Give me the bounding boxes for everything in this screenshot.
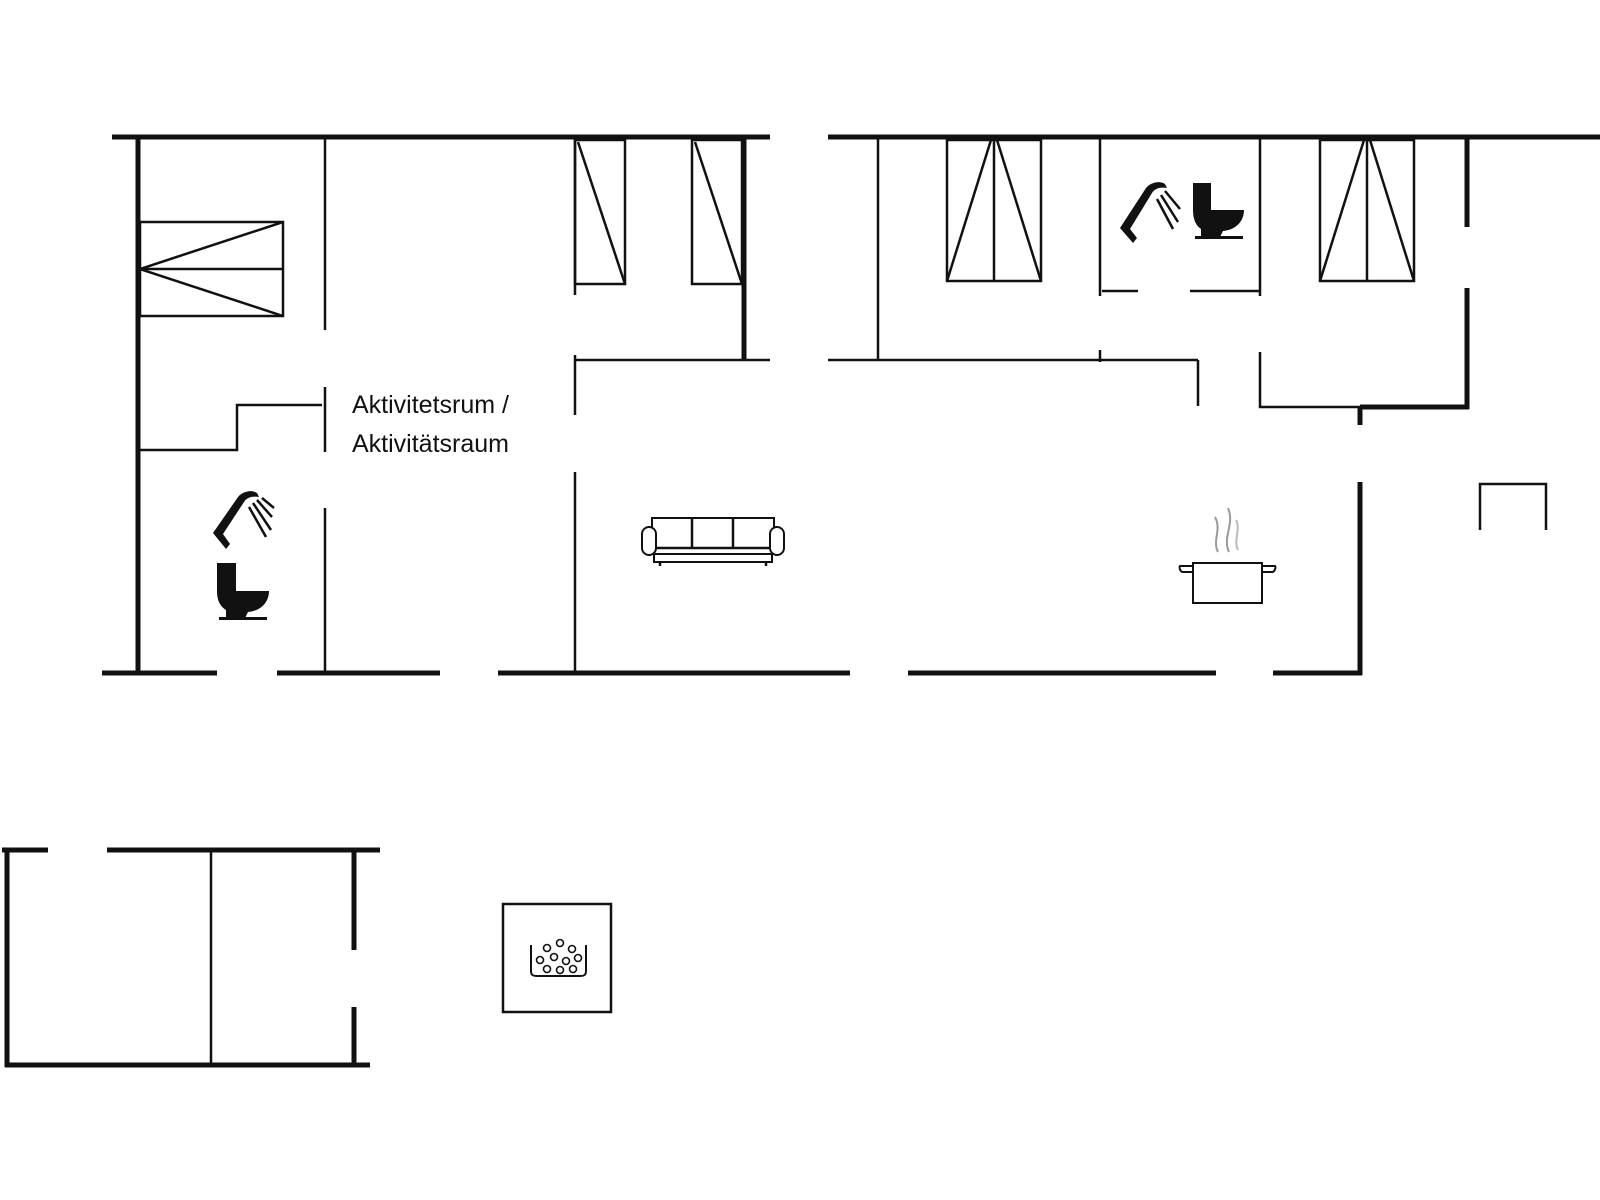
sofa-icon xyxy=(641,517,785,566)
hot-tub-icon xyxy=(501,902,613,1014)
room-label-line-1: Aktivitetsrum / xyxy=(352,391,509,419)
wardrobe-2 xyxy=(690,138,744,286)
exterior-walls xyxy=(102,134,1600,676)
interior-walls xyxy=(138,137,1548,673)
cooking-pot-icon xyxy=(1178,507,1277,604)
annex-walls xyxy=(2,847,380,1068)
wardrobe-left-bedroom xyxy=(138,220,285,318)
toilet-icon xyxy=(1193,183,1244,239)
shower-icon xyxy=(1120,182,1181,243)
room-label-line-2: Aktivitätsraum xyxy=(352,430,509,458)
wardrobe-4 xyxy=(1318,138,1416,283)
room-label-activity-room: Aktivitetsrum / Aktivitätsraum xyxy=(352,386,509,464)
wardrobe-1 xyxy=(573,138,627,286)
wardrobe-3 xyxy=(945,138,1043,283)
shower-icon xyxy=(213,491,275,549)
toilet-icon xyxy=(217,563,269,620)
